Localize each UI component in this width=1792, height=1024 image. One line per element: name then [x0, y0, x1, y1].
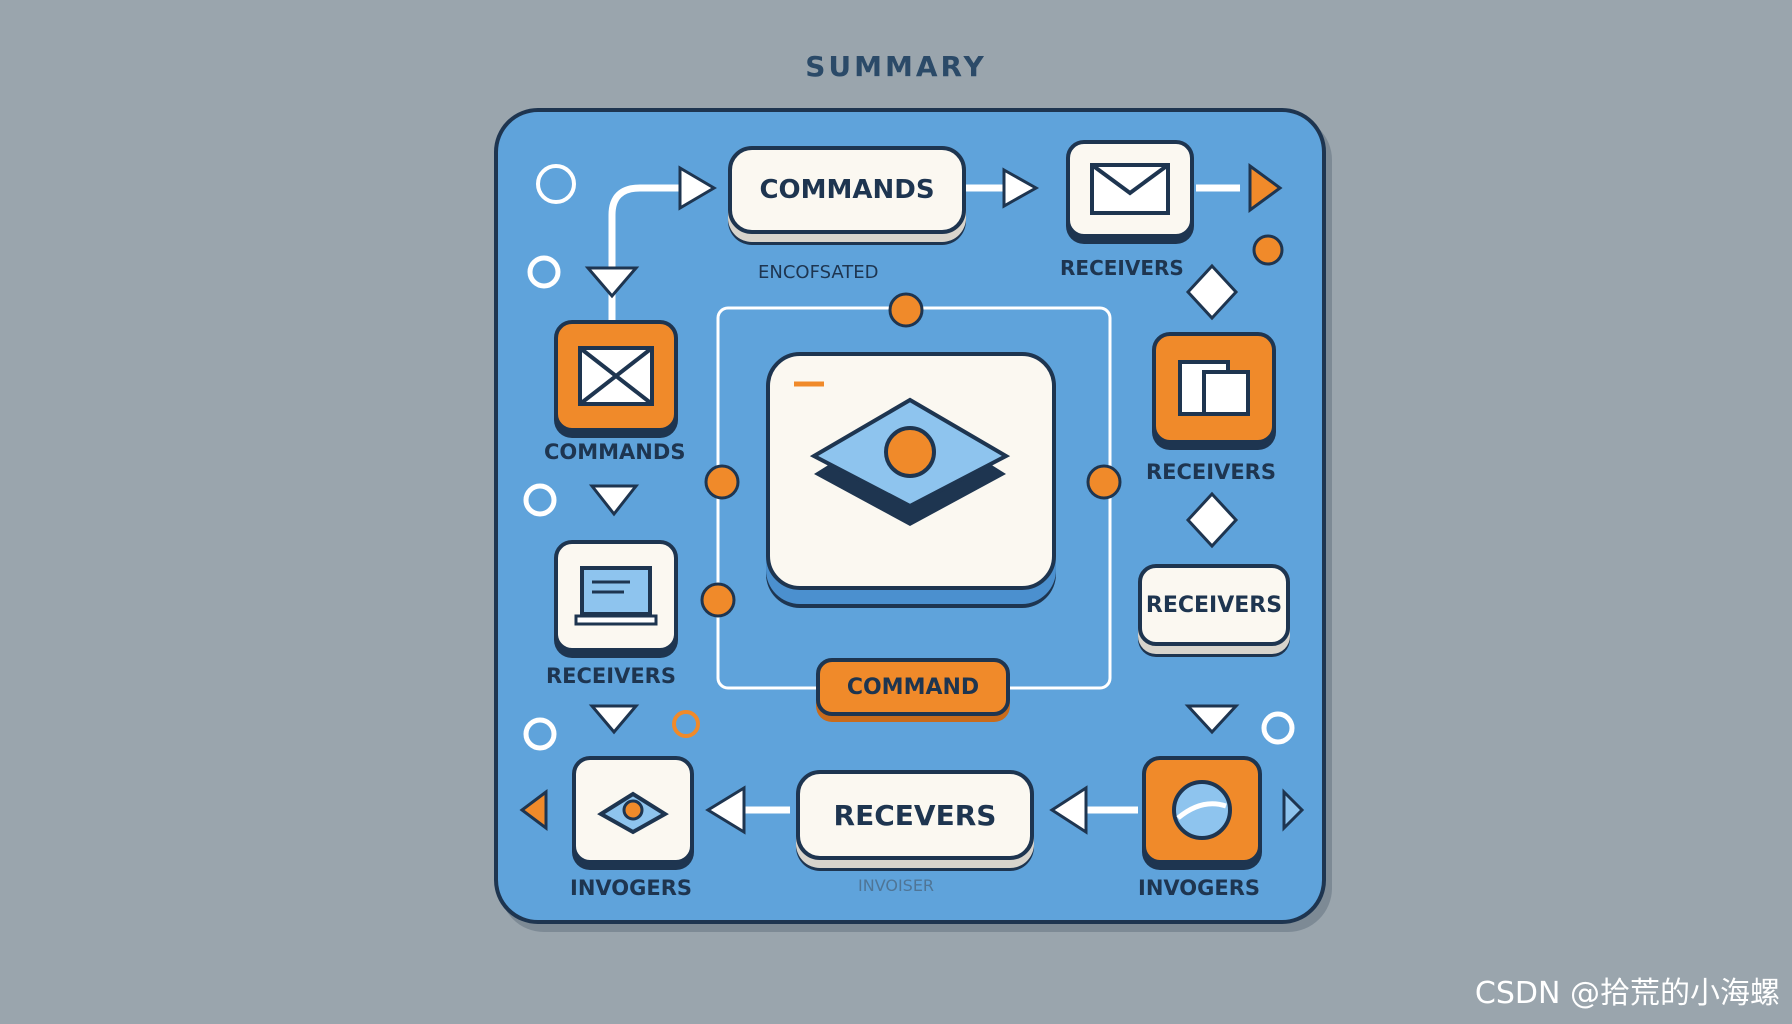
diamond-icon	[1185, 491, 1239, 549]
mail-tile	[554, 320, 678, 432]
globe-tile	[1142, 756, 1262, 864]
arrow-right-small-icon	[1282, 788, 1305, 832]
arrow-down-icon	[588, 484, 640, 517]
ring-icon	[1252, 234, 1284, 266]
folder-icon	[1178, 360, 1250, 416]
button-device-icon	[794, 381, 1011, 526]
watermark: CSDN @拾荒的小海螺	[1474, 976, 1780, 1011]
right-receivers-label: RECEIVERS	[1146, 460, 1276, 484]
ring-icon	[672, 710, 700, 738]
diagram-title: SUMMARY	[805, 50, 987, 83]
left-receivers-label: RECEIVERS	[546, 664, 676, 688]
arrow-left-orange-icon	[519, 789, 548, 831]
recevers-pill: RECEVERS	[796, 770, 1034, 860]
central-command-card	[766, 352, 1056, 590]
node-dot	[1086, 464, 1122, 500]
device-tile	[572, 756, 694, 864]
globe-icon	[1172, 780, 1232, 840]
invogers-left-label: INVOGERS	[570, 876, 693, 900]
invogers-right-label: INVOGERS	[1138, 876, 1261, 900]
arrow-left-icon	[705, 785, 746, 835]
encapsulated-label: ENCOFSATED	[758, 262, 879, 283]
laptop-tile	[554, 540, 678, 652]
loop-arrow-line	[608, 184, 694, 324]
diamond-icon	[1185, 263, 1239, 321]
ring-icon	[523, 717, 557, 751]
node-dot	[700, 582, 736, 618]
receivers-pill: RECEIVERS	[1138, 564, 1290, 646]
ring-icon	[536, 164, 576, 204]
arrow-down-icon	[588, 704, 640, 735]
node-dot	[704, 464, 740, 500]
arrow-right-icon	[1002, 167, 1040, 209]
play-arrow-icon	[1248, 163, 1283, 213]
ring-icon	[527, 255, 561, 289]
laptop-icon	[574, 566, 658, 626]
ring-icon	[1261, 711, 1295, 745]
left-commands-label: COMMANDS	[544, 440, 686, 464]
command-pill: COMMAND	[816, 658, 1010, 716]
commands-pill: COMMANDS	[728, 146, 966, 234]
receivers-top-label: RECEIVERS	[1060, 256, 1184, 280]
node-dot	[888, 292, 924, 328]
invoser-label: INVOISER	[858, 876, 935, 895]
ring-icon	[523, 483, 557, 517]
arrow-down-icon	[1184, 704, 1240, 735]
envelope-tile	[1066, 140, 1194, 238]
device-icon	[597, 791, 669, 835]
arrow-right-icon	[678, 165, 717, 211]
arrow-left-icon	[1049, 785, 1088, 835]
folder-tile	[1152, 332, 1276, 444]
arrow-down-icon	[584, 266, 640, 299]
envelope-icon	[1090, 163, 1170, 215]
envelope-icon	[578, 346, 654, 406]
